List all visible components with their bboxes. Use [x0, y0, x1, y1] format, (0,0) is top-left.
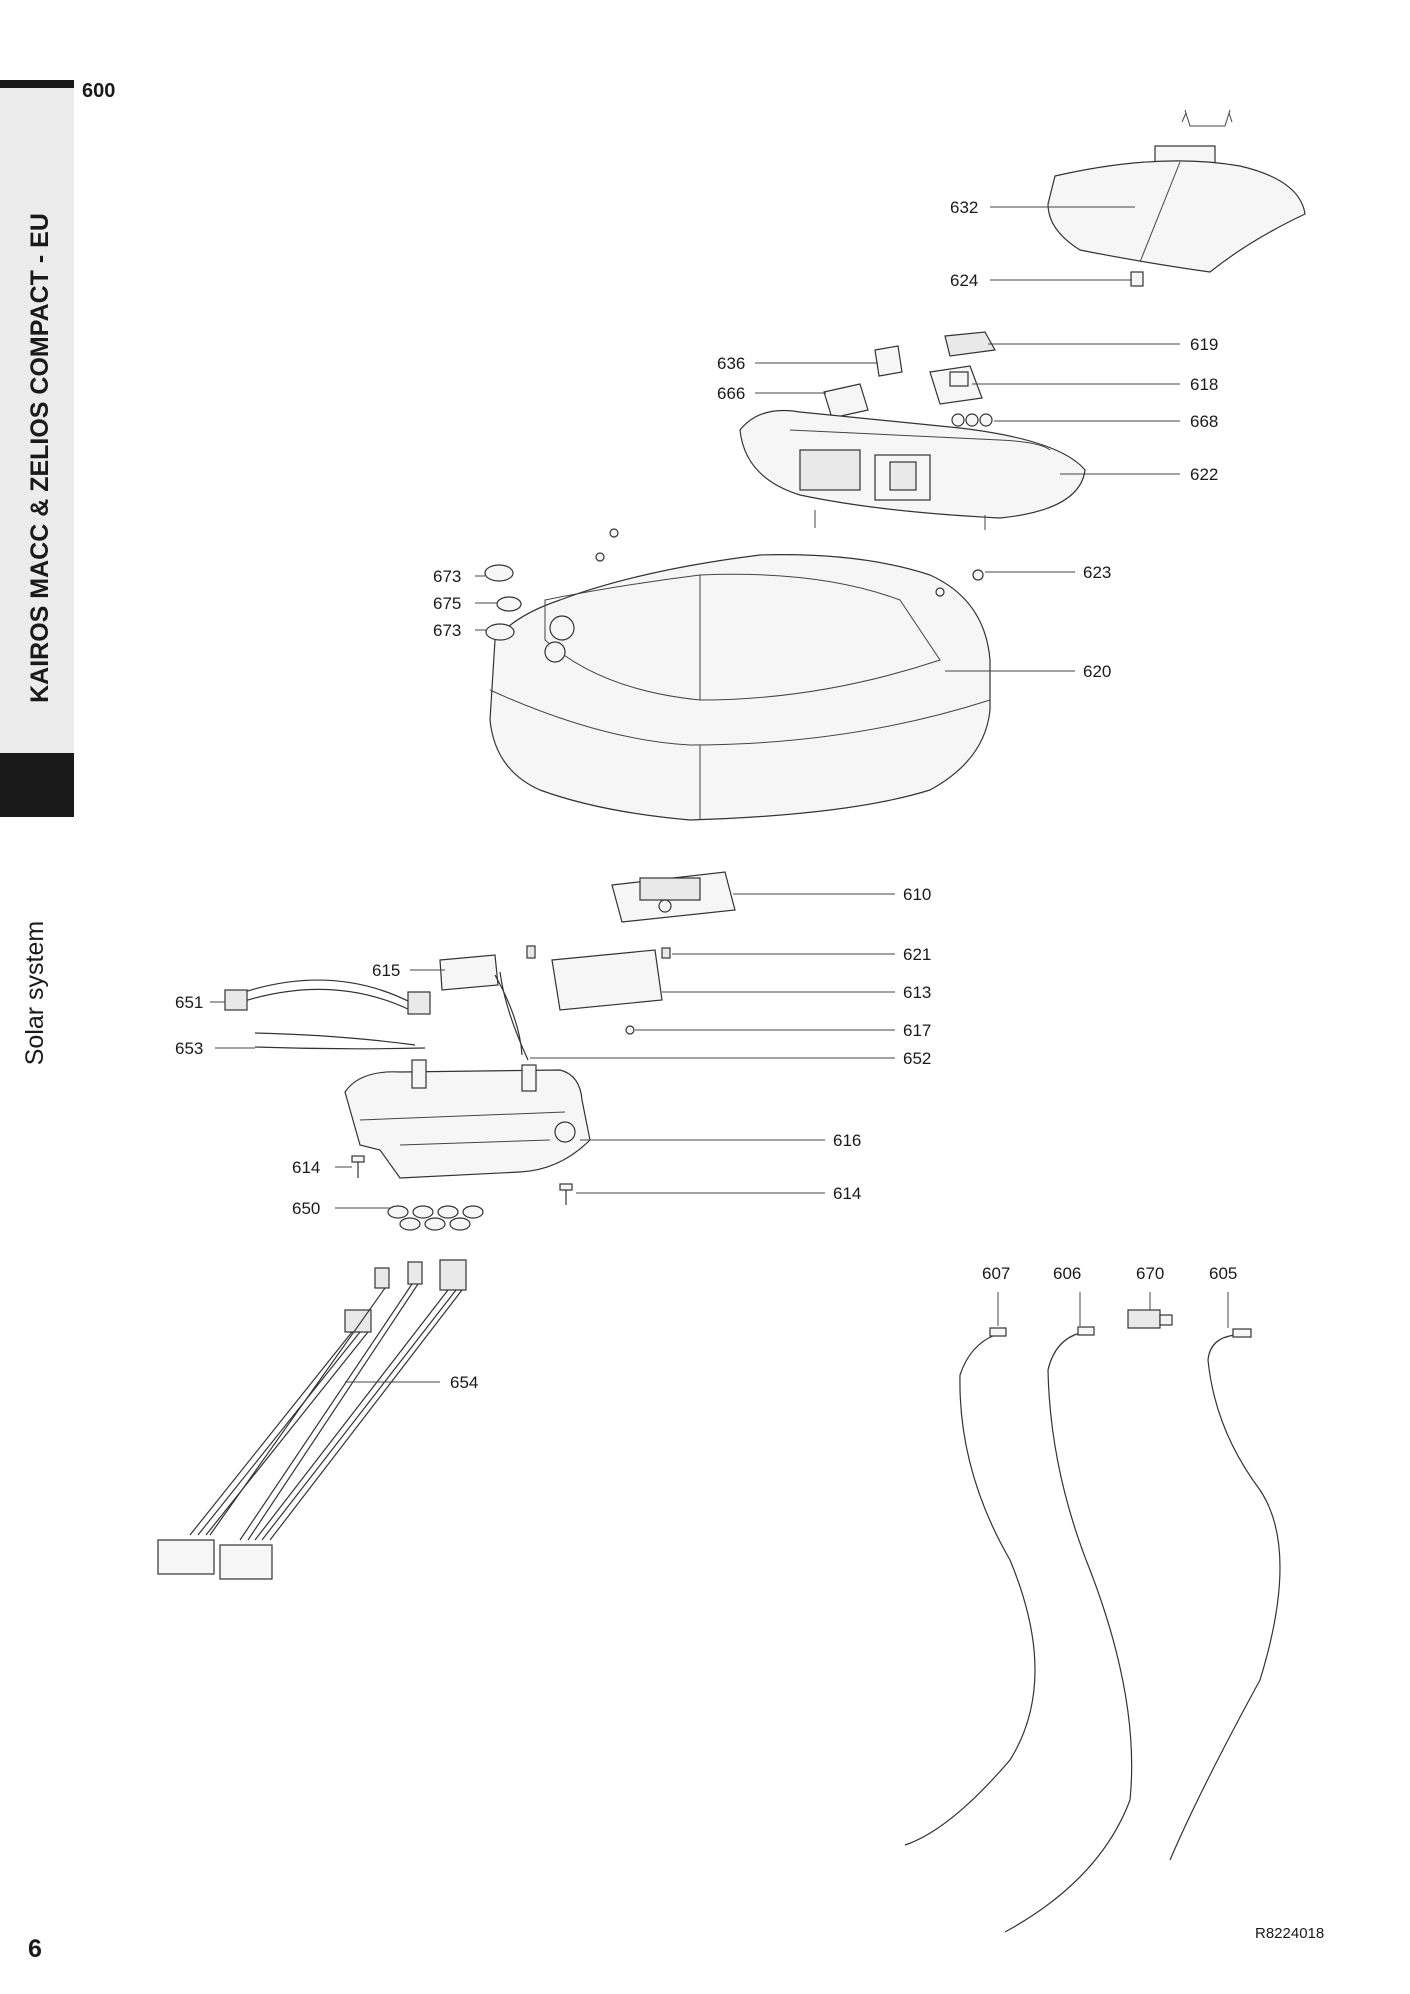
- part-614-screws: [351, 1155, 573, 1205]
- part-650-clips: [387, 1205, 484, 1231]
- part-label-618: 618: [1190, 375, 1219, 394]
- part-619-618-668: [929, 331, 996, 427]
- part-610-display: [611, 871, 736, 923]
- part-654-harness: [157, 1259, 467, 1580]
- part-label-675: 675: [433, 594, 462, 613]
- part-label-614-right: 614: [833, 1184, 862, 1203]
- part-label-615: 615: [372, 961, 401, 980]
- part-label-651: 651: [175, 993, 204, 1012]
- part-613-pcb: [439, 945, 671, 1061]
- part-label-673-top: 673: [433, 567, 462, 586]
- part-label-619: 619: [1190, 335, 1219, 354]
- part-636-666: [823, 345, 903, 419]
- part-label-610: 610: [903, 885, 932, 904]
- part-label-670: 670: [1136, 1264, 1165, 1283]
- part-label-620: 620: [1083, 662, 1112, 681]
- part-622-tray: [739, 409, 1086, 530]
- sidebar-top-bar: [0, 80, 74, 88]
- reference-code: R8224018: [1255, 1925, 1325, 1942]
- part-607-606-670-605-sensors: [904, 1309, 1281, 1933]
- page-number: 6: [28, 1935, 42, 1963]
- part-label-652: 652: [903, 1049, 932, 1068]
- section-number: 600: [82, 80, 116, 102]
- part-label-650: 650: [292, 1199, 321, 1218]
- part-651-cable: [224, 979, 431, 1050]
- part-616-base: [344, 1059, 591, 1179]
- part-label-621: 621: [903, 945, 932, 964]
- part-label-666: 666: [717, 384, 746, 403]
- part-label-616: 616: [833, 1131, 862, 1150]
- sidebar-title-band: [0, 88, 74, 753]
- part-label-673-bottom: 673: [433, 621, 462, 640]
- part-632-cover: [1047, 109, 1306, 287]
- part-label-606: 606: [1053, 1264, 1082, 1283]
- part-620-housing: [489, 528, 991, 821]
- part-label-605: 605: [1209, 1264, 1238, 1283]
- part-label-668: 668: [1190, 412, 1219, 431]
- part-label-653: 653: [175, 1039, 204, 1058]
- part-label-617: 617: [903, 1021, 932, 1040]
- part-label-613: 613: [903, 983, 932, 1002]
- part-label-622: 622: [1190, 465, 1219, 484]
- part-label-624: 624: [950, 271, 979, 290]
- part-label-632: 632: [950, 198, 979, 217]
- part-label-623: 623: [1083, 563, 1112, 582]
- part-label-607: 607: [982, 1264, 1011, 1283]
- sidebar-marker-block: [0, 753, 74, 817]
- part-label-654: 654: [450, 1373, 479, 1392]
- part-label-636: 636: [717, 354, 746, 373]
- part-673-675-grommets: [484, 564, 522, 641]
- part-label-614-left: 614: [292, 1158, 321, 1177]
